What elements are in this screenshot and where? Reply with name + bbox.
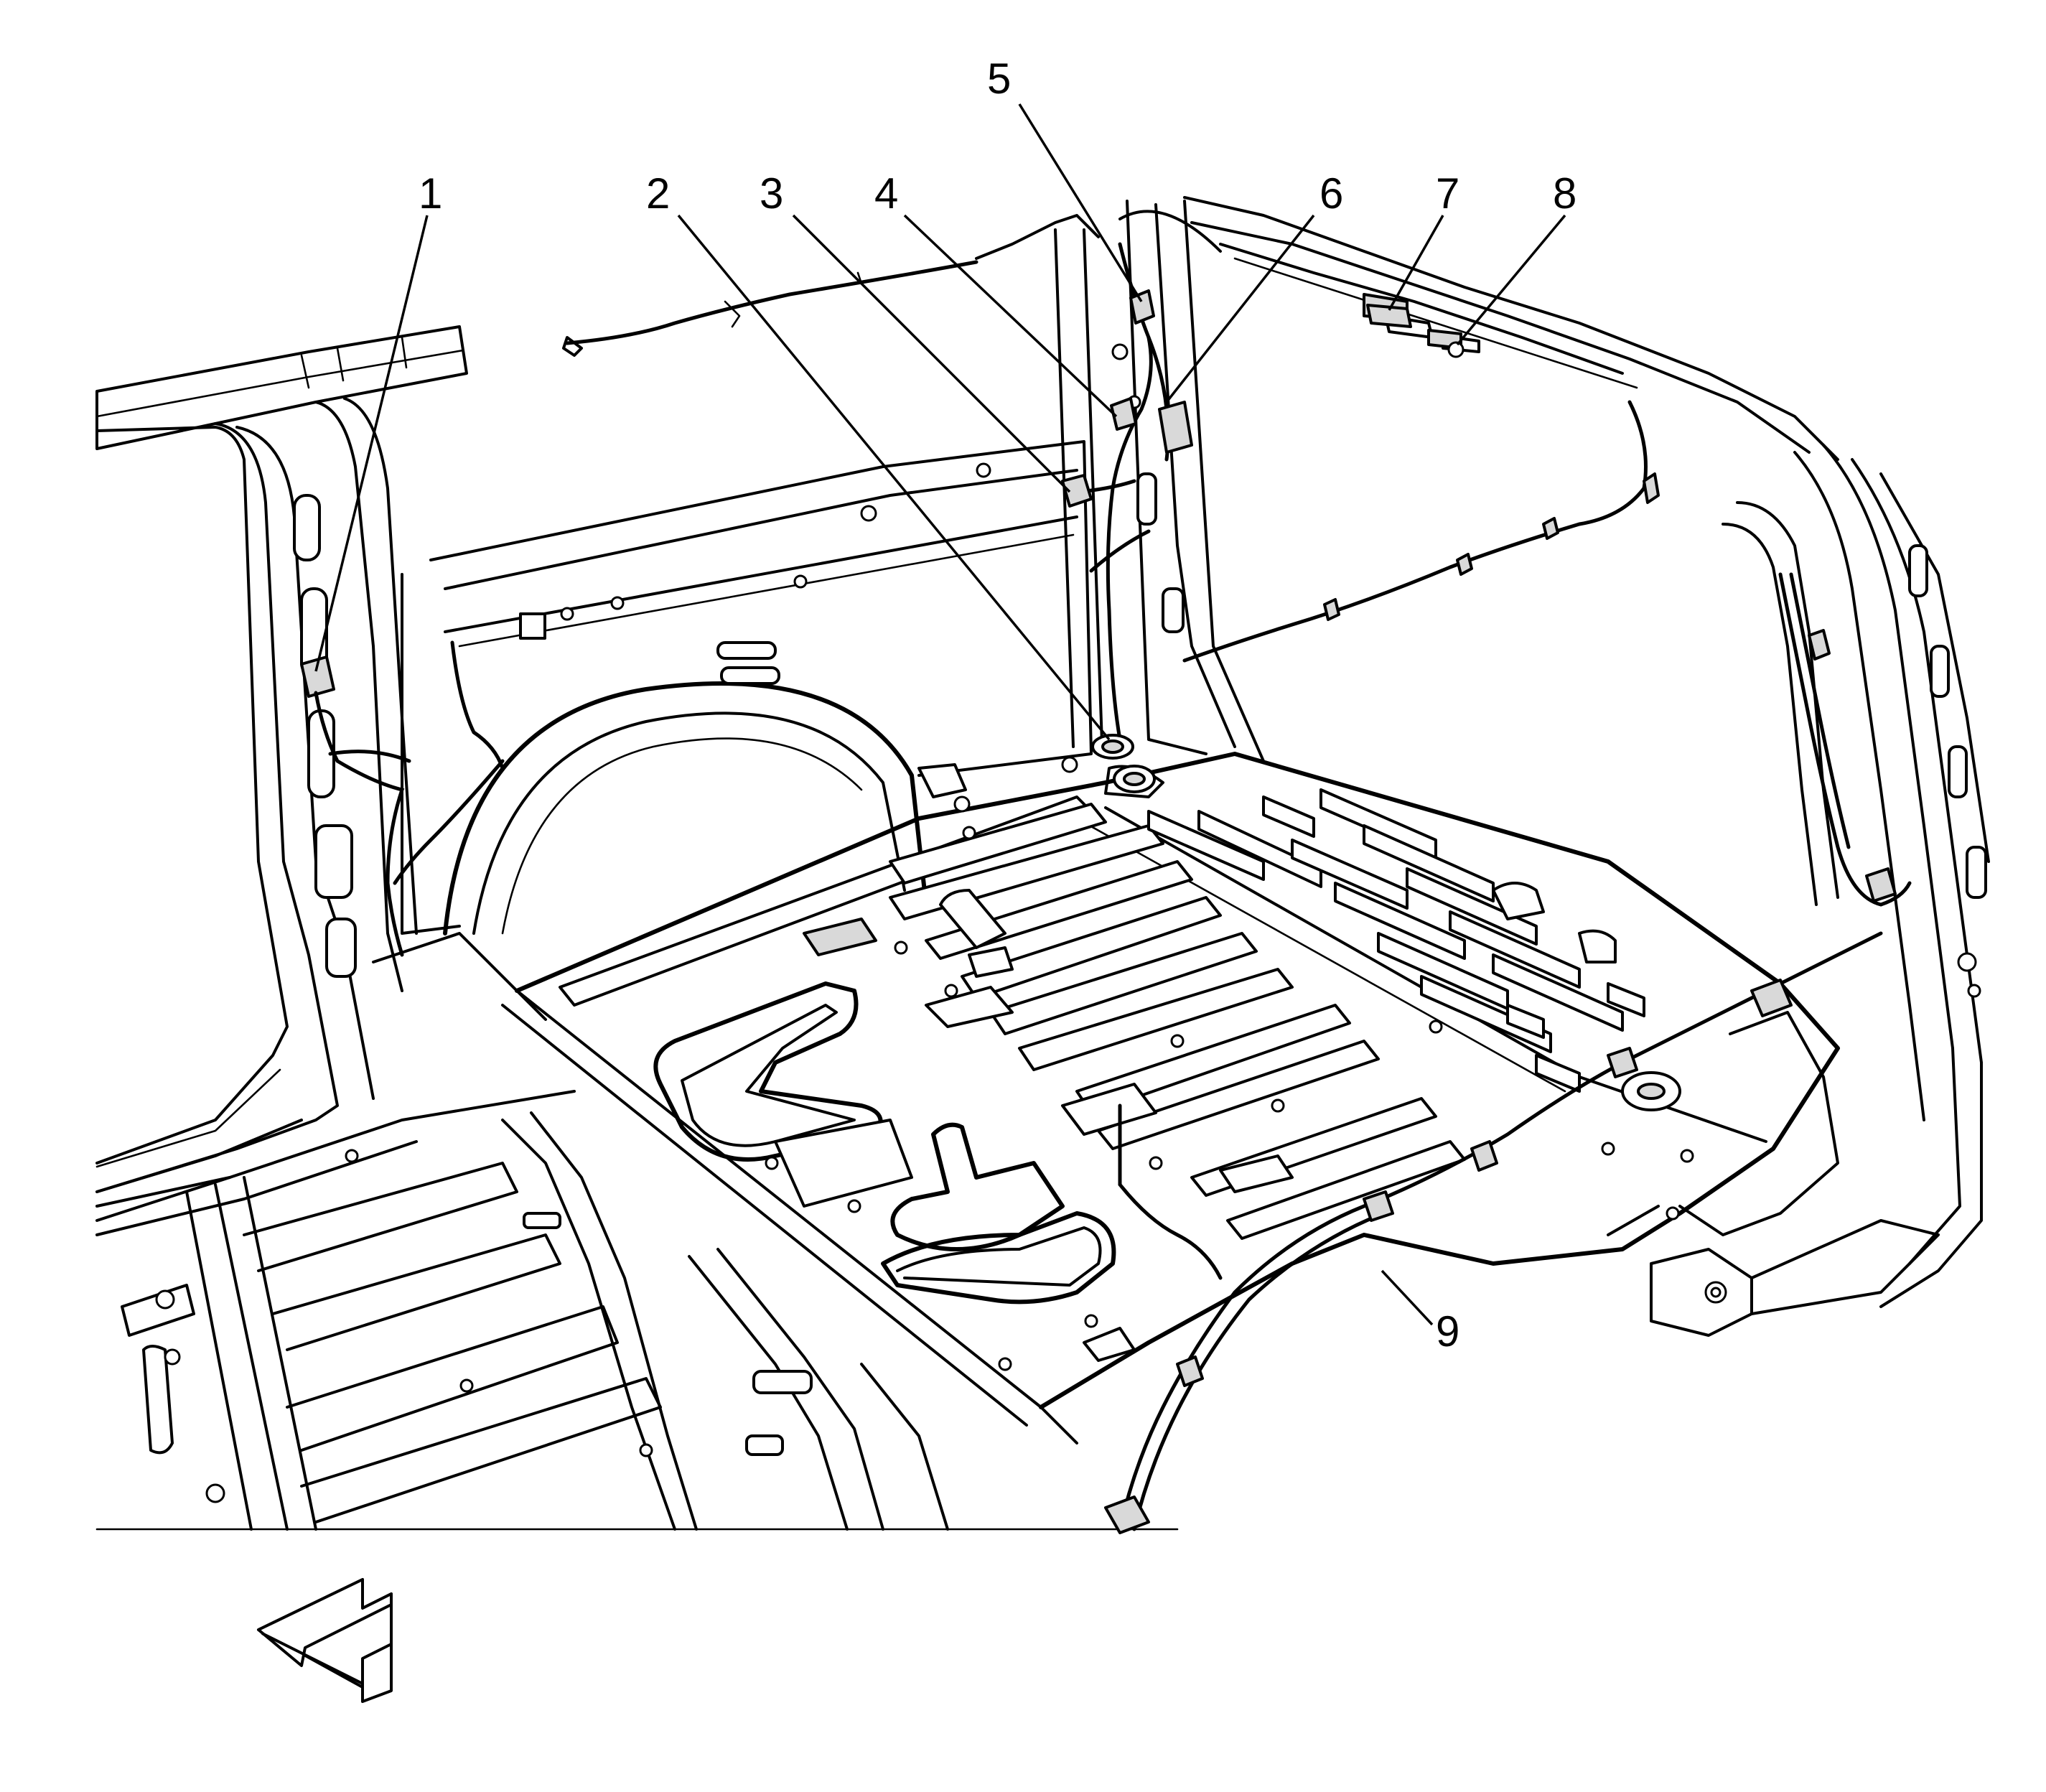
callout-1: 1 bbox=[419, 169, 442, 218]
leader-4 bbox=[903, 214, 1118, 418]
right-rear-lower-panel bbox=[1607, 1011, 1940, 1337]
callout-labels: 1 2 3 4 5 6 7 8 9 bbox=[419, 55, 1576, 1355]
leader-7 bbox=[1388, 215, 1444, 311]
callout-6: 6 bbox=[1319, 169, 1343, 218]
center-d-pillar bbox=[975, 200, 1265, 798]
callout-9: 9 bbox=[1436, 1307, 1459, 1355]
leader-6 bbox=[1165, 214, 1315, 403]
callout-5: 5 bbox=[987, 55, 1011, 103]
left-pillar-harness bbox=[300, 655, 411, 957]
cargo-floor bbox=[501, 752, 1840, 1445]
leader-lines bbox=[314, 103, 1566, 1326]
callout-2: 2 bbox=[646, 169, 670, 218]
right-body-side bbox=[1182, 196, 1990, 1308]
left-body-side-panel bbox=[95, 325, 547, 1222]
leader-9 bbox=[1381, 1269, 1434, 1326]
callout-4: 4 bbox=[874, 169, 898, 218]
left-wheelhouse bbox=[393, 440, 1093, 935]
callout-8: 8 bbox=[1553, 169, 1576, 218]
leader-5 bbox=[1018, 103, 1143, 302]
upper-left-harness bbox=[562, 260, 978, 357]
leader-8 bbox=[1456, 214, 1566, 346]
front-direction-arrow-icon bbox=[257, 1578, 393, 1703]
leader-3 bbox=[792, 214, 1071, 493]
callout-7: 7 bbox=[1436, 169, 1459, 218]
callout-3: 3 bbox=[760, 169, 783, 218]
leader-2 bbox=[677, 214, 1111, 741]
second-row-floor bbox=[95, 931, 1883, 1534]
leader-1 bbox=[314, 215, 429, 672]
